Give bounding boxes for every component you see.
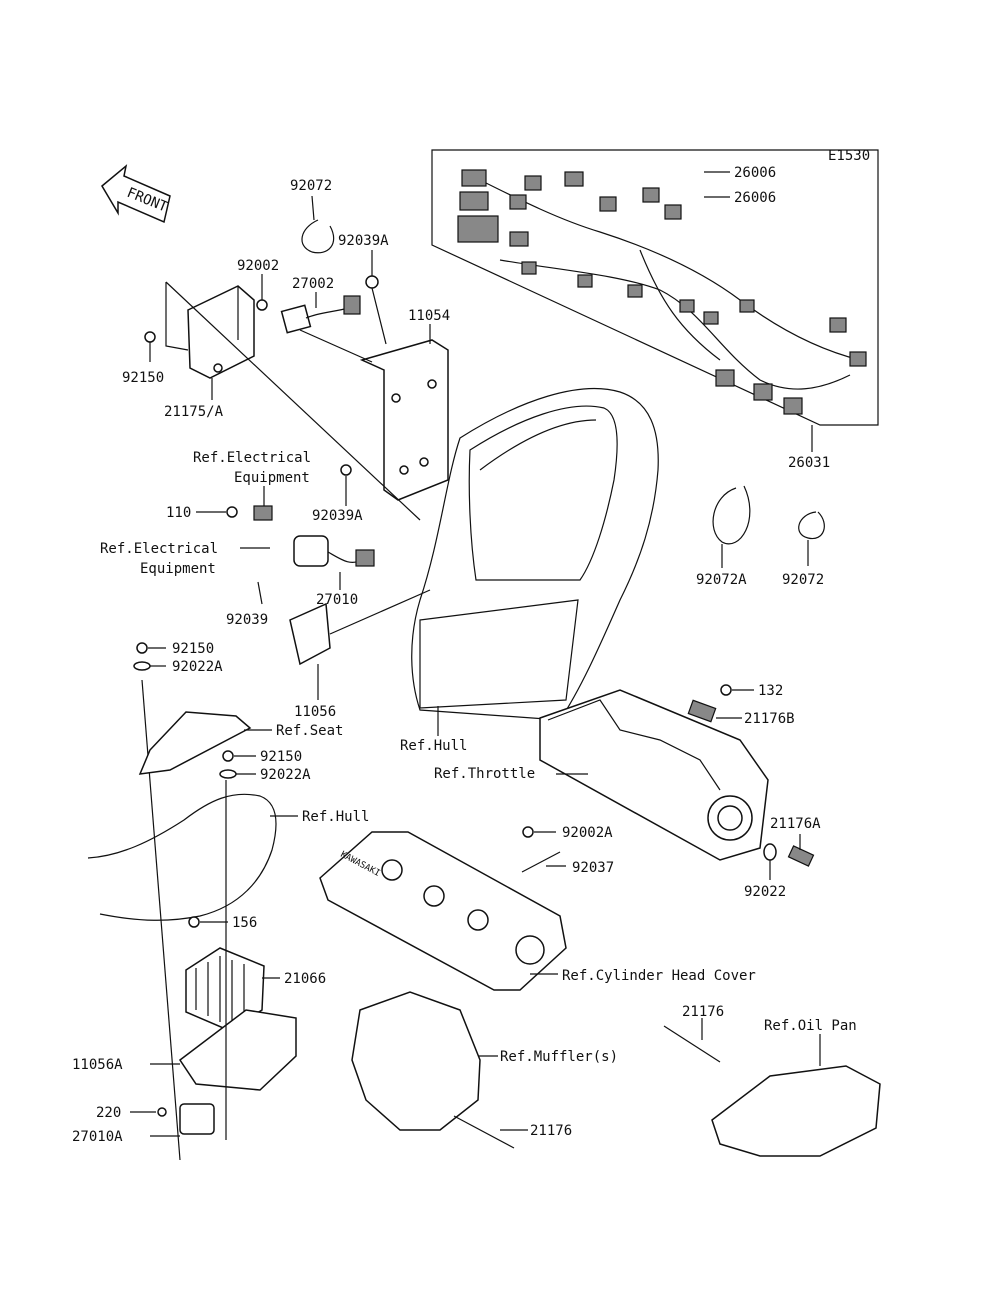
sensor-21176-b	[453, 1115, 515, 1149]
label-ref-seat: Ref.Seat	[276, 723, 343, 739]
label-92022a-b: 92022A	[172, 659, 223, 675]
label-26031: 26031	[788, 455, 830, 471]
sensor-21176a	[787, 845, 815, 867]
leader-ecu-hull	[165, 281, 421, 521]
label-11056: 11056	[294, 704, 336, 720]
oil-pan	[711, 1065, 881, 1157]
washer-92022a-b	[133, 661, 151, 671]
bolt-92039a-top	[365, 275, 379, 289]
label-ref-hull-1: Ref.Hull	[400, 738, 467, 754]
clamp-92072-r	[798, 511, 825, 540]
label-21176-b: 21176	[530, 1123, 572, 1139]
seat-bracket	[138, 711, 252, 775]
leader-27002-bracket	[299, 329, 373, 363]
label-21175a: 21175/A	[164, 404, 224, 420]
label-27002: 27002	[292, 276, 334, 292]
label-ref-electrical-1: Ref.Electrical	[193, 450, 311, 466]
bracket-11056	[289, 602, 331, 666]
label-92150-a: 92150	[122, 370, 164, 386]
relay-27010a	[179, 1103, 215, 1135]
ecu-21175a	[187, 285, 255, 379]
label-92039a-mid: 92039A	[312, 508, 363, 524]
bracket-11056a	[178, 1009, 297, 1091]
bolt-92002	[256, 299, 268, 311]
clamp-92072a	[712, 485, 751, 545]
label-156: 156	[232, 915, 257, 931]
strap-92037	[521, 851, 561, 873]
label-26006-1: 26006	[734, 165, 776, 181]
label-21066: 21066	[284, 971, 326, 987]
leader-92039	[257, 581, 263, 605]
hull-opening	[411, 387, 659, 721]
regulator-21066	[185, 947, 265, 1031]
label-110: 110	[166, 505, 191, 521]
label-92039a-top: 92039A	[338, 233, 389, 249]
label-ref-electrical-2: Ref.Electrical	[100, 541, 218, 557]
hull-lower-left	[87, 793, 277, 921]
label-92072a: 92072A	[696, 572, 747, 588]
label-ref-hull-2: Ref.Hull	[302, 809, 369, 825]
bolt-92150-b	[136, 642, 148, 654]
bolt-132	[720, 684, 732, 696]
ecu-box-outline	[165, 282, 189, 351]
label-92002: 92002	[237, 258, 279, 274]
bolt-92150-a	[144, 331, 156, 343]
label-ref-throttle: Ref.Throttle	[434, 766, 535, 782]
bolt-156	[188, 916, 200, 928]
bolt-92039a-mid	[340, 464, 352, 476]
clamp-92072-top	[301, 219, 335, 254]
sensor-block	[253, 505, 273, 521]
washer-92022a-c	[219, 769, 237, 779]
cylinder-head-cover: KAWASAKI	[319, 831, 567, 991]
label-11056a: 11056A	[72, 1057, 123, 1073]
label-92039: 92039	[226, 612, 268, 628]
leader-92072-top	[311, 195, 315, 221]
label-21176a: 21176A	[770, 816, 821, 832]
label-ref-muffler: Ref.Muffler(s)	[500, 1049, 618, 1065]
label-92072-top: 92072	[290, 178, 332, 194]
label-26006-2: 26006	[734, 190, 776, 206]
label-27010a: 27010A	[72, 1129, 123, 1145]
label-92022a-c: 92022A	[260, 767, 311, 783]
label-92022: 92022	[744, 884, 786, 900]
label-ref-electrical-1b: Equipment	[234, 470, 310, 486]
label-21176-a: 21176	[682, 1004, 724, 1020]
label-ref-oil: Ref.Oil Pan	[764, 1018, 857, 1034]
leader-92039a-bracket	[371, 287, 387, 345]
label-92150-b: 92150	[172, 641, 214, 657]
leader-bracket-hull	[329, 589, 431, 635]
label-92002a: 92002A	[562, 825, 613, 841]
sensor-21176b	[687, 699, 717, 723]
label-11054: 11054	[408, 308, 450, 324]
diagram-code: E1530	[828, 148, 870, 164]
bolt-92002a	[522, 826, 534, 838]
bolt-220	[157, 1107, 167, 1117]
throttle-body	[539, 689, 769, 861]
washer-92022	[763, 843, 777, 861]
bracket-11054	[359, 339, 449, 501]
label-92037: 92037	[572, 860, 614, 876]
label-132: 132	[758, 683, 783, 699]
wiring-harness-box	[431, 149, 879, 426]
muffler-housing	[351, 991, 481, 1131]
label-220: 220	[96, 1105, 121, 1121]
sensor-21176-a	[663, 1025, 721, 1063]
starter-relay-27010	[293, 535, 375, 567]
label-ref-cyl: Ref.Cylinder Head Cover	[562, 968, 756, 984]
front-arrow-icon: FRONT	[101, 164, 171, 224]
relay-27002	[280, 295, 361, 334]
label-ref-electrical-2b: Equipment	[140, 561, 216, 577]
label-92072-r: 92072	[782, 572, 824, 588]
bolt-110	[226, 506, 238, 518]
label-92150-c: 92150	[260, 749, 302, 765]
bolt-92150-c	[222, 750, 234, 762]
label-21176b: 21176B	[744, 711, 795, 727]
